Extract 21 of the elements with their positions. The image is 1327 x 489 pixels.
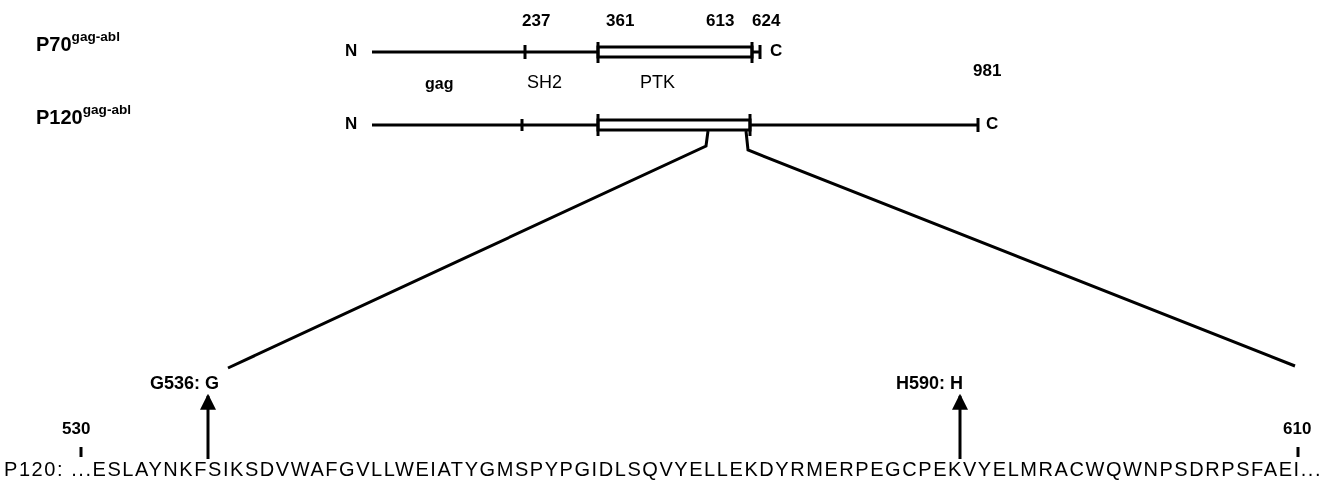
- domain-label: SH2: [527, 73, 562, 93]
- terminus-label: N: [345, 115, 358, 134]
- mutation-label: H590: H: [896, 374, 964, 394]
- residue-number: 530: [62, 420, 91, 439]
- protein-name: P70$^{gag-abl}$: [36, 30, 120, 56]
- residue-number: 361: [606, 12, 635, 31]
- residue-number: 237: [522, 12, 551, 31]
- domain-label: gag: [425, 75, 454, 93]
- sequence-text: P120: ...ESLAYNKFSIKSDVWAFGVLLWEIATYGMSPYPGIDLSQVYELLEKDYRMERPEGCPEKVYELMRACWQWNPSDRPSFAEI...: [4, 458, 1322, 480]
- mutation-label: G536: G: [150, 374, 220, 394]
- protein-name: P120$^{gag-abl}$: [36, 103, 132, 129]
- arrow: [952, 393, 968, 459]
- residue-number: 624: [752, 12, 781, 31]
- residue-number: 981: [973, 62, 1002, 81]
- terminus-label: C: [770, 42, 783, 61]
- residue-number: 613: [706, 12, 735, 31]
- residue-number: 610: [1283, 420, 1312, 439]
- domain-label: PTK: [640, 73, 675, 93]
- terminus-label: N: [345, 42, 358, 61]
- arrow: [200, 393, 216, 459]
- terminus-label: C: [986, 115, 999, 134]
